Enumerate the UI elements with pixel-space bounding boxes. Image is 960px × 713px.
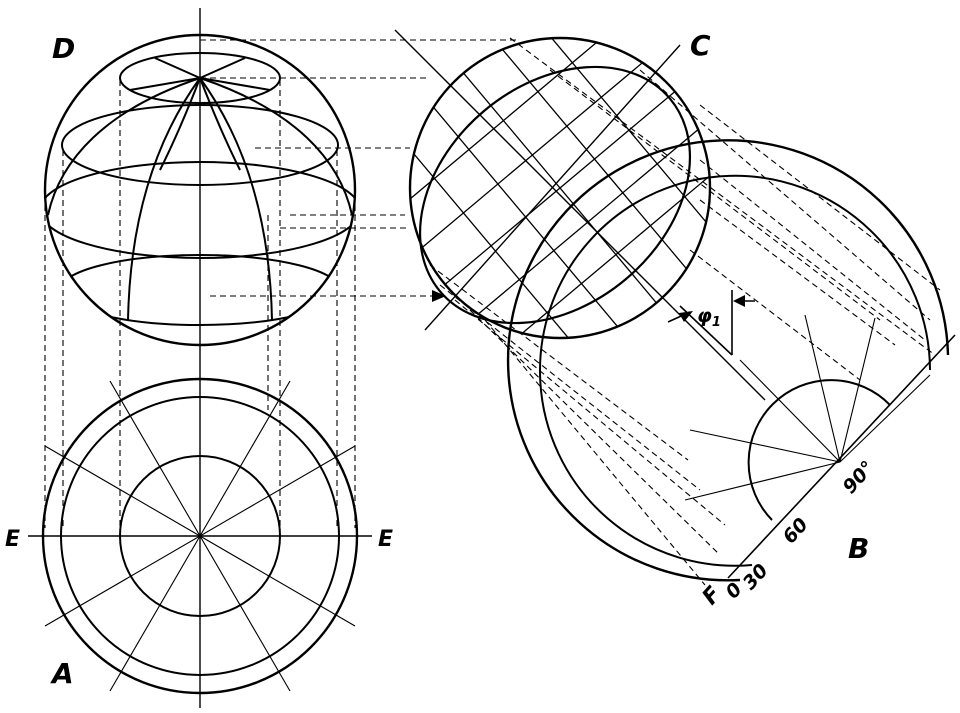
label-d: D bbox=[52, 32, 75, 65]
label-c: C bbox=[690, 29, 711, 62]
label-a: A bbox=[50, 657, 74, 690]
view-b-half-plan bbox=[506, 139, 956, 582]
label-e-left: E bbox=[5, 527, 20, 552]
scale-tick-90: 90° bbox=[839, 457, 879, 498]
view-c-axis-perp bbox=[424, 44, 681, 331]
phi-symbol: φ1 bbox=[697, 305, 721, 330]
phi-subscript: 1 bbox=[712, 315, 721, 330]
view-d-sphere bbox=[43, 33, 357, 347]
projectors-d-to-a bbox=[44, 80, 356, 528]
view-b-outer-arc bbox=[506, 139, 950, 582]
view-c-axis bbox=[394, 29, 766, 401]
view-c-outline bbox=[408, 36, 712, 340]
view-b-radial-lines bbox=[684, 314, 931, 501]
projectors-c-to-b bbox=[429, 37, 941, 586]
phi-arrowhead-left bbox=[679, 311, 693, 322]
projectors-d-to-c bbox=[200, 39, 520, 297]
view-d-outline bbox=[43, 33, 357, 347]
label-b: B bbox=[848, 532, 869, 565]
view-b-inner-arc bbox=[747, 379, 891, 521]
view-b-second-arc bbox=[539, 174, 931, 567]
view-c-equator-ellipse bbox=[418, 65, 692, 325]
phi-arrowhead-right bbox=[733, 295, 745, 307]
label-e-right: E bbox=[378, 527, 393, 552]
arrowhead-d-c bbox=[432, 290, 446, 302]
view-c-sphere bbox=[394, 29, 766, 401]
phi-main: φ bbox=[697, 305, 712, 327]
